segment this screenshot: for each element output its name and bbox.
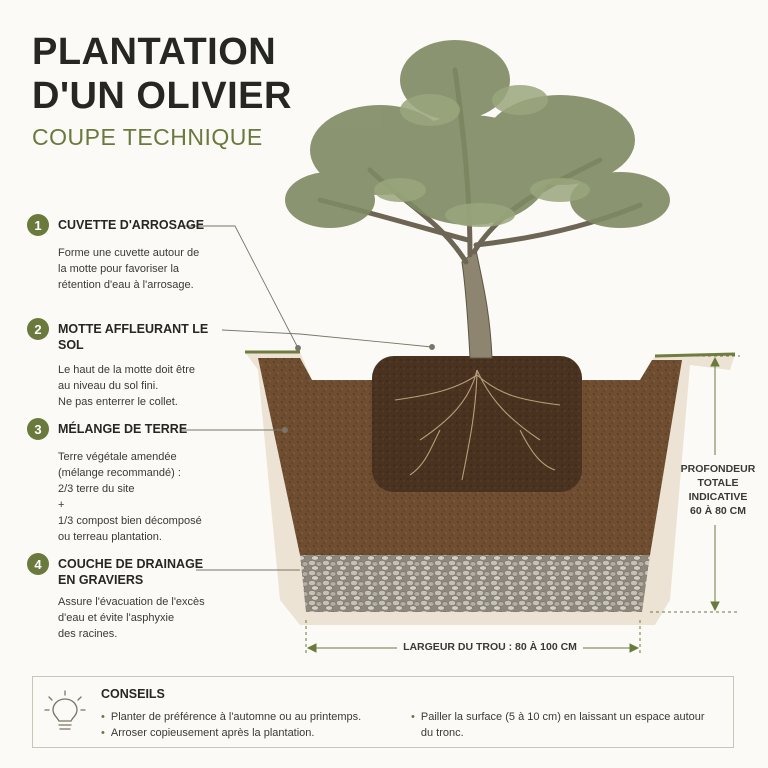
tip-text: Arroser copieusement après la plantation… bbox=[111, 725, 315, 741]
step-4-title-line-1: COUCHE DE DRAINAGE bbox=[58, 557, 203, 571]
depth-line-3: INDICATIVE bbox=[672, 490, 764, 504]
step-4-line: des racines. bbox=[58, 626, 237, 642]
gravel-layer bbox=[300, 555, 650, 612]
tip-item: Pailler la surface (5 à 10 cm) en laissa… bbox=[411, 709, 711, 741]
depth-line-4: 60 À 80 CM bbox=[672, 504, 764, 518]
step-4-line: Assure l'évacuation de l'excès bbox=[58, 594, 237, 610]
step-3-line: Terre végétale amendée bbox=[58, 449, 237, 465]
step-2-line: Le haut de la motte doit être bbox=[58, 362, 237, 378]
page-title: PLANTATION D'UN OLIVIER bbox=[32, 30, 292, 118]
step-1-badge: 1 bbox=[27, 214, 49, 236]
step-2-title: MOTTE AFFLEURANT LE SOL bbox=[58, 321, 237, 353]
step-1-line: rétention d'eau à l'arrosage. bbox=[58, 277, 237, 293]
tips-title: CONSEILS bbox=[101, 687, 165, 701]
step-4-line: d'eau et évite l'asphyxie bbox=[58, 610, 237, 626]
step-4-title-line-2: EN GRAVIERS bbox=[58, 573, 143, 587]
step-2-description: Le haut de la motte doit être au niveau … bbox=[58, 362, 237, 410]
title-line-2: D'UN OLIVIER bbox=[32, 75, 292, 117]
step-2-line: Ne pas enterrer le collet. bbox=[58, 394, 237, 410]
step-4: 4 COUCHE DE DRAINAGE EN GRAVIERS Assure … bbox=[27, 553, 237, 642]
step-3-title: MÉLANGE DE TERRE bbox=[58, 421, 187, 437]
step-3-line: + bbox=[58, 497, 237, 513]
step-2-line: au niveau du sol fini. bbox=[58, 378, 237, 394]
trunk bbox=[462, 250, 492, 358]
step-3: 3 MÉLANGE DE TERRE Terre végétale amendé… bbox=[27, 418, 237, 545]
title-line-1: PLANTATION bbox=[32, 31, 276, 73]
step-1-line: Forme une cuvette autour de bbox=[58, 245, 237, 261]
step-4-description: Assure l'évacuation de l'excès d'eau et … bbox=[58, 594, 237, 642]
step-2-badge: 2 bbox=[27, 318, 49, 340]
depth-line-2: TOTALE bbox=[672, 476, 764, 490]
step-3-description: Terre végétale amendée (mélange recomman… bbox=[58, 449, 237, 545]
tip-item: Planter de préférence à l'automne ou au … bbox=[101, 709, 401, 725]
tips-column-2: Pailler la surface (5 à 10 cm) en laissa… bbox=[411, 709, 711, 741]
step-1-title: CUVETTE D'ARROSAGE bbox=[58, 217, 204, 233]
lightbulb-icon bbox=[43, 689, 87, 737]
step-3-badge: 3 bbox=[27, 418, 49, 440]
tips-column-1: Planter de préférence à l'automne ou au … bbox=[101, 709, 401, 741]
tip-text: Pailler la surface (5 à 10 cm) en laissa… bbox=[421, 709, 711, 741]
step-1-line: la motte pour favoriser la bbox=[58, 261, 237, 277]
tip-text: Planter de préférence à l'automne ou au … bbox=[111, 709, 361, 725]
step-1: 1 CUVETTE D'ARROSAGE Forme une cuvette a… bbox=[27, 214, 237, 293]
step-4-badge: 4 bbox=[27, 553, 49, 575]
step-1-description: Forme une cuvette autour de la motte pou… bbox=[58, 245, 237, 293]
step-2: 2 MOTTE AFFLEURANT LE SOL Le haut de la … bbox=[27, 318, 237, 410]
step-3-line: 1/3 compost bien décomposé bbox=[58, 513, 237, 529]
step-3-line: (mélange recommandé) : bbox=[58, 465, 237, 481]
width-dimension-label: LARGEUR DU TROU : 80 À 100 CM bbox=[340, 641, 640, 653]
step-4-title: COUCHE DE DRAINAGE EN GRAVIERS bbox=[58, 556, 203, 588]
depth-line-1: PROFONDEUR bbox=[672, 462, 764, 476]
tip-item: Arroser copieusement après la plantation… bbox=[101, 725, 401, 741]
step-3-line: ou terreau plantation. bbox=[58, 529, 237, 545]
width-text: LARGEUR DU TROU : 80 À 100 CM bbox=[397, 641, 583, 653]
step-3-line: 2/3 terre du site bbox=[58, 481, 237, 497]
tips-panel: CONSEILS Planter de préférence à l'autom… bbox=[32, 676, 734, 748]
page-subtitle: COUPE TECHNIQUE bbox=[32, 124, 263, 151]
depth-dimension-label: PROFONDEUR TOTALE INDICATIVE 60 À 80 CM bbox=[672, 462, 764, 518]
